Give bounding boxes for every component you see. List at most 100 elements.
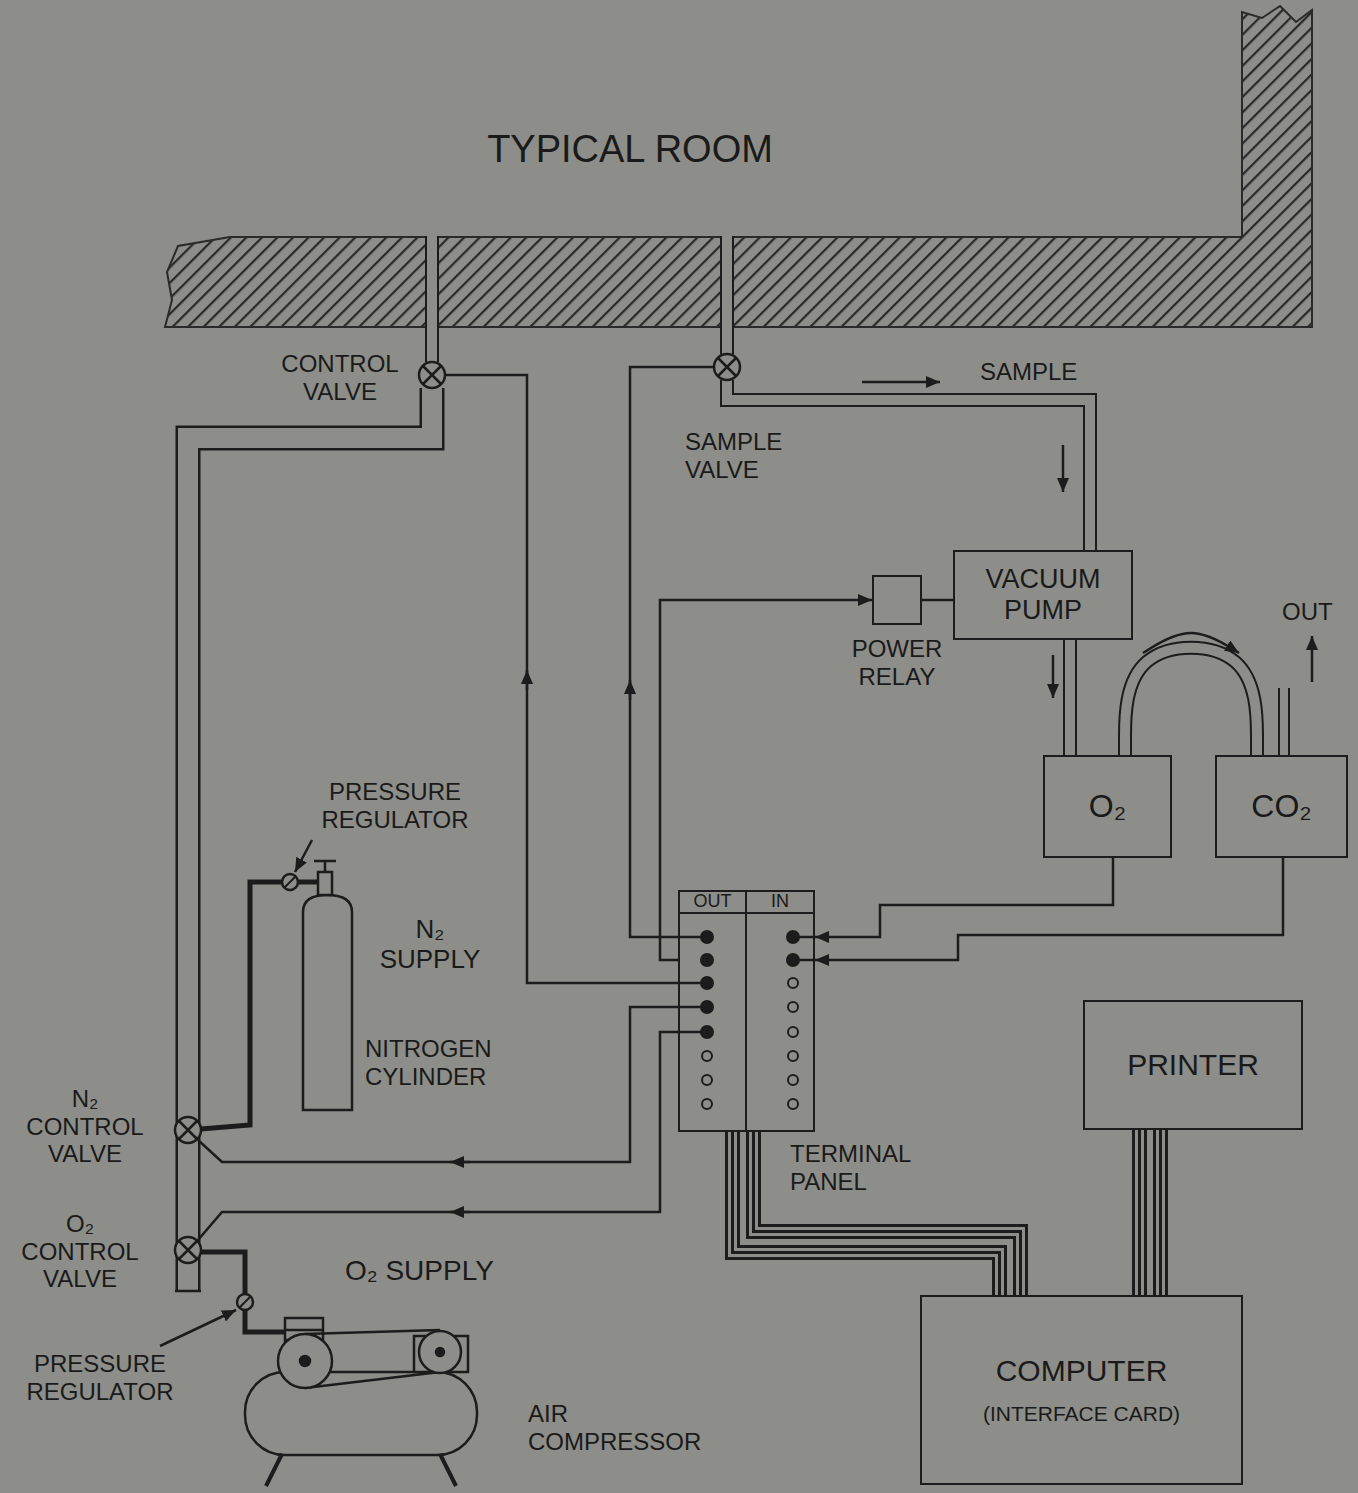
terminal-dot (702, 1099, 712, 1109)
valve-label: O₂ CONTROL VALVE (10, 1210, 150, 1293)
terminal-dots (701, 931, 799, 1109)
flow-label: OUT (1282, 598, 1352, 626)
supply-label: N₂ SUPPLY (370, 915, 490, 975)
connector (1125, 633, 1257, 755)
connector-line (815, 858, 1283, 960)
label-slot: NITROGEN CYLINDER (365, 1035, 555, 1090)
terminal-dot (701, 977, 713, 989)
valve-symbols (175, 354, 740, 1263)
connector-line (743, 1132, 1010, 1295)
label-slot: CONTROL VALVE (265, 350, 415, 405)
connector (815, 858, 1113, 937)
connector (922, 600, 953, 601)
connector-line (743, 1132, 1010, 1295)
connector-line (743, 1132, 1010, 1295)
flow-label: SAMPLE (980, 358, 1120, 386)
connector-line (660, 600, 872, 960)
terminal-dot (787, 931, 799, 943)
node-label: POWER RELAY (837, 635, 957, 690)
connector-line (922, 599, 953, 602)
connector-line (1063, 640, 1077, 755)
connector (815, 858, 1283, 960)
connector (1150, 1130, 1151, 1295)
valve-label: CONTROL VALVE (265, 350, 415, 405)
label-slot: N₂ CONTROL VALVE (15, 1085, 155, 1168)
computer-box: COMPUTER (INTERFACE CARD) (920, 1295, 1243, 1485)
connector (743, 1132, 1010, 1295)
connector-line (1138, 1130, 1162, 1295)
column-heading: OUT (680, 892, 745, 914)
flow-arrow (1143, 633, 1239, 653)
terminal-dot (701, 954, 713, 966)
room-label: TYPICAL ROOM (430, 128, 830, 172)
relay-box (872, 575, 922, 625)
terminal-dot (788, 1099, 798, 1109)
node-label: PRINTER (1127, 1048, 1259, 1083)
air-compressor (160, 1252, 477, 1486)
node-label: VACUUM PUMP (961, 564, 1125, 626)
regulator-label: PRESSURE REGULATOR (295, 778, 495, 833)
power-relay: POWER RELAY (837, 575, 957, 690)
terminal-dot (788, 978, 798, 988)
label-slot: OUT (1282, 598, 1352, 626)
connector-line (743, 1132, 1010, 1295)
label-slot: O₂ CONTROL VALVE (10, 1210, 150, 1293)
connector (660, 600, 872, 960)
cylinder-label: NITROGEN CYLINDER (365, 1035, 555, 1090)
connector-line (1132, 1130, 1168, 1295)
connector-line (1147, 1130, 1153, 1295)
terminal-dot (702, 1051, 712, 1061)
connector-line (815, 858, 1113, 937)
printer-box: PRINTER (1083, 1000, 1303, 1130)
panel-column: IN (747, 892, 813, 1130)
node-label: COMPUTER (996, 1354, 1168, 1389)
regulator-label: PRESSURE REGULATOR (5, 1350, 195, 1405)
node-label: CO₂ (1251, 788, 1311, 825)
node-label: (INTERFACE CARD) (983, 1402, 1180, 1426)
connector (1053, 640, 1070, 755)
connector-line (1144, 1130, 1156, 1295)
connector-line (1135, 1130, 1165, 1295)
node-label: TERMINAL PANEL (790, 1140, 960, 1195)
room-wall (165, 6, 1312, 327)
connector-line (1065, 640, 1075, 755)
connector-line (743, 1132, 1010, 1295)
label-slot: O₂ SUPPLY (345, 1255, 545, 1287)
terminal-dot (701, 1026, 713, 1038)
connector-line (1125, 648, 1257, 755)
panel-column: OUT (680, 892, 747, 1130)
pump-box: VACUUM PUMP (953, 550, 1133, 640)
label-slot: TYPICAL ROOM (430, 128, 830, 172)
analyzer-box: O₂ (1043, 755, 1172, 858)
label-slot: SAMPLE VALVE (685, 428, 825, 483)
control-wires (198, 367, 815, 1240)
label-slot: SAMPLE (980, 358, 1120, 386)
label-slot: PRESSURE REGULATOR (5, 1350, 195, 1405)
column-heading: IN (747, 892, 813, 914)
supply-label: O₂ SUPPLY (345, 1255, 545, 1287)
node-label: O₂ (1089, 788, 1126, 825)
connector-line (1125, 648, 1257, 755)
terminal-dot (787, 954, 799, 966)
compressor-label: AIR COMPRESSOR (528, 1400, 748, 1455)
terminal-dot (788, 1075, 798, 1085)
valve-label: N₂ CONTROL VALVE (15, 1085, 155, 1168)
analyzer-box: CO₂ (1215, 755, 1348, 858)
terminal-panel: OUTIN TERMINAL PANEL (678, 890, 978, 1195)
label-slot: AIR COMPRESSOR (528, 1400, 748, 1455)
connector-line (1141, 1130, 1159, 1295)
label-slot: N₂ SUPPLY (370, 915, 490, 975)
terminal-dot (701, 931, 713, 943)
terminal-dot (701, 1001, 713, 1013)
nitrogen-cylinder (201, 840, 352, 1129)
terminal-dot (788, 1027, 798, 1037)
panel-box: OUTIN (678, 890, 815, 1132)
connector-line (743, 1132, 1010, 1295)
label-slot: PRESSURE REGULATOR (295, 778, 495, 833)
valve-label: SAMPLE VALVE (685, 428, 825, 483)
terminal-dot (788, 1002, 798, 1012)
flow-arrow (1052, 655, 1055, 698)
terminal-dot (788, 1051, 798, 1061)
